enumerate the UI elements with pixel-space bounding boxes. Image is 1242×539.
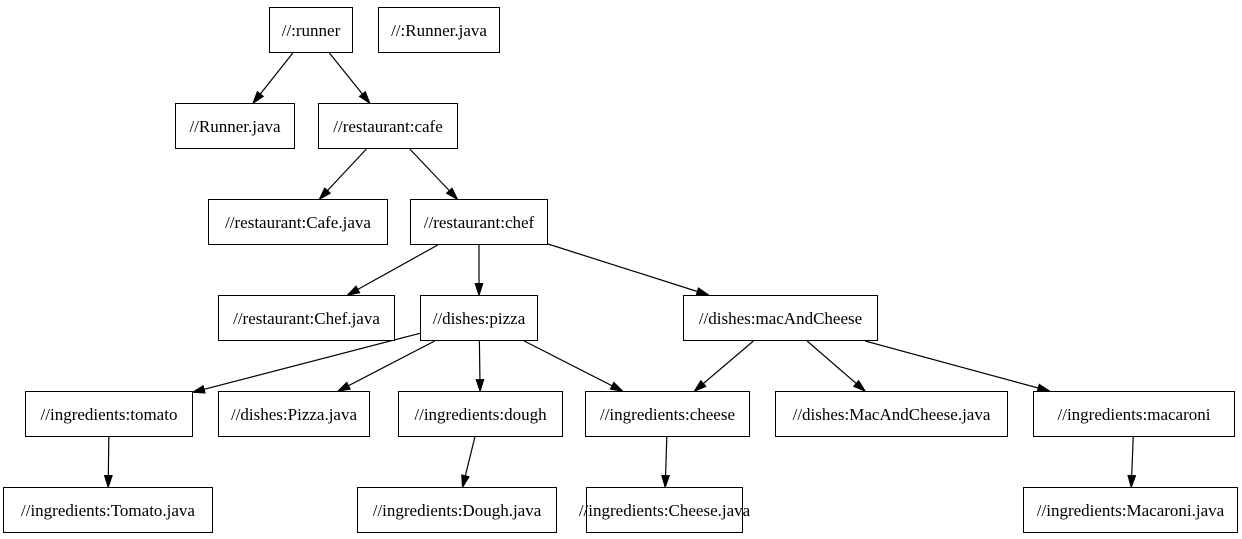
graph-node-pizza-java: //dishes:Pizza.java bbox=[218, 391, 370, 437]
node-label: //dishes:pizza bbox=[432, 308, 526, 328]
graph-node-chef-java: //restaurant:Chef.java bbox=[218, 295, 395, 341]
edge-pizza-to-tomato bbox=[193, 332, 421, 392]
edge-pizza-to-cheese bbox=[523, 340, 622, 391]
node-label: //ingredients:macaroni bbox=[1057, 404, 1211, 424]
edge-pizza-to-pizza-java bbox=[338, 340, 435, 391]
node-label: //dishes:MacAndCheese.java bbox=[792, 404, 991, 424]
edge-pizza-to-dough bbox=[479, 340, 480, 391]
edge-mac-and-cheese-to-macaroni bbox=[865, 340, 1049, 391]
graph-node-macaroni-java: //ingredients:Macaroni.java bbox=[1023, 487, 1238, 533]
node-label: //ingredients:Cheese.java bbox=[578, 500, 751, 520]
graph-node-mac-and-cheese-java: //dishes:MacAndCheese.java bbox=[775, 391, 1008, 437]
edge-chef-to-chef-java bbox=[348, 244, 438, 295]
graph-node-cheese-java: //ingredients:Cheese.java bbox=[579, 487, 750, 533]
graph-node-pizza: //dishes:pizza bbox=[420, 295, 538, 341]
edge-cheese-to-cheese-java bbox=[665, 436, 667, 487]
node-label: //:runner bbox=[281, 20, 341, 40]
node-label: //ingredients:Dough.java bbox=[372, 500, 542, 520]
node-label: //restaurant:Chef.java bbox=[233, 308, 380, 328]
graph-node-runner: //:runner bbox=[269, 7, 353, 53]
graph-node-dough: //ingredients:dough bbox=[398, 391, 563, 437]
graph-node-runner-java-label: //:Runner.java bbox=[378, 7, 500, 53]
edge-tomato-to-tomato-java bbox=[108, 436, 109, 487]
edge-mac-and-cheese-to-cheese bbox=[695, 340, 754, 391]
node-label: //Runner.java bbox=[189, 116, 281, 136]
edge-runner-to-cafe bbox=[328, 52, 369, 103]
node-label: //restaurant:chef bbox=[423, 212, 535, 232]
graph-node-cafe: //restaurant:cafe bbox=[318, 103, 458, 149]
edge-mac-and-cheese-to-mac-and-cheese-java bbox=[806, 340, 865, 391]
node-label: //:Runner.java bbox=[391, 20, 487, 40]
edge-runner-to-runner-java-file bbox=[253, 52, 294, 103]
graph-node-mac-and-cheese: //dishes:macAndCheese bbox=[683, 295, 878, 341]
graph-node-runner-java-file: //Runner.java bbox=[175, 103, 295, 149]
graph-node-macaroni: //ingredients:macaroni bbox=[1033, 391, 1235, 437]
graph-node-chef: //restaurant:chef bbox=[410, 199, 548, 245]
graph-node-tomato: //ingredients:tomato bbox=[25, 391, 193, 437]
graph-node-cafe-java: //restaurant:Cafe.java bbox=[208, 199, 388, 245]
edge-dough-to-dough-java bbox=[463, 436, 476, 487]
node-label: //dishes:Pizza.java bbox=[230, 404, 358, 424]
node-label: //restaurant:cafe bbox=[333, 116, 443, 136]
node-label: //ingredients:dough bbox=[414, 404, 547, 424]
node-label: //ingredients:cheese bbox=[599, 404, 735, 424]
edge-cafe-to-chef bbox=[409, 148, 457, 199]
node-label: //ingredients:Macaroni.java bbox=[1036, 500, 1225, 520]
edge-cafe-to-cafe-java bbox=[320, 148, 367, 199]
graph-node-cheese: //ingredients:cheese bbox=[585, 391, 750, 437]
node-label: //ingredients:Tomato.java bbox=[21, 500, 195, 520]
edge-chef-to-mac-and-cheese bbox=[547, 243, 708, 295]
graph-node-dough-java: //ingredients:Dough.java bbox=[357, 487, 557, 533]
node-label: //dishes:macAndCheese bbox=[698, 308, 863, 328]
graph-node-tomato-java: //ingredients:Tomato.java bbox=[3, 487, 213, 533]
edge-macaroni-to-macaroni-java bbox=[1131, 436, 1133, 487]
node-label: //restaurant:Cafe.java bbox=[225, 212, 371, 232]
node-label: //ingredients:tomato bbox=[40, 404, 178, 424]
